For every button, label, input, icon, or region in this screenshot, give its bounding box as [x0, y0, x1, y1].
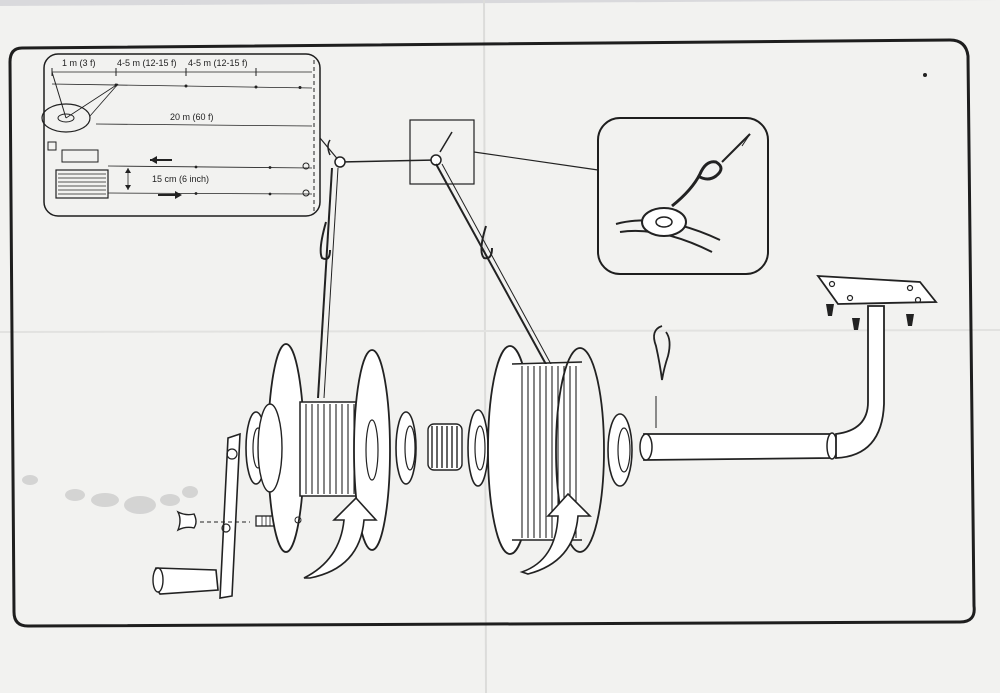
right-reel-assembly: [467, 345, 633, 575]
outer-frame: [8, 38, 976, 628]
wing-nut-icon: [176, 510, 197, 532]
hook-left-icon: [319, 221, 331, 260]
inset-frame: [43, 53, 321, 217]
pulley-detail: [597, 117, 769, 275]
crank-arm: [219, 432, 241, 599]
line-to-right-reel: [435, 163, 549, 369]
dimension-label-4-5m-a: 4-5 m (12-15 f): [117, 58, 177, 68]
clip-pin-icon: [653, 325, 671, 381]
marker-dot: [923, 73, 927, 77]
dimension-label-20m: 20 m (60 f): [170, 112, 214, 122]
cross-line: [339, 159, 437, 163]
rotation-arrow-right-icon: [519, 492, 592, 575]
bracket-elbow: [835, 305, 885, 459]
spacing-label-15cm: 15 cm (6 inch): [152, 174, 209, 184]
screws-icon: [826, 304, 914, 330]
pulley-rig: [317, 131, 553, 399]
rotation-arrow-left-icon: [303, 496, 378, 579]
detail-frame: [597, 117, 769, 275]
left-reel-assembly: [152, 343, 417, 599]
dimension-line-20m: [95, 123, 313, 127]
water-stains: [22, 475, 198, 514]
callout-leader: [473, 151, 599, 171]
spacer-ring-right: [607, 413, 633, 487]
spring: [427, 423, 463, 471]
reel-top-view: [41, 103, 91, 133]
fold-line-vertical: [483, 0, 487, 693]
clothesline-lower: [107, 192, 313, 195]
pulley-wheel: [641, 207, 687, 237]
clothesline-top: [51, 83, 313, 89]
fold-line-horizontal: [0, 329, 1000, 333]
reel-side-view: [55, 169, 109, 199]
axle-tube: [643, 433, 831, 461]
eye-hook-icon: [671, 160, 723, 208]
spacer-ring-left: [395, 411, 417, 485]
reel-flange-right: [353, 349, 391, 551]
layout-inset: 1 m (3 f) 4-5 m (12-15 f) 4-5 m (12-15 f…: [41, 53, 321, 217]
clothesline-upper: [107, 165, 313, 169]
dimension-label-4-5m-b: 4-5 m (12-15 f): [188, 58, 248, 68]
reel-flange-right-b: [555, 347, 605, 553]
mounting-arm: [639, 274, 938, 461]
pulley-right: [430, 154, 442, 166]
pulley-left: [334, 156, 346, 168]
line-to-left-reel: [317, 167, 333, 399]
hook-right-icon: [480, 225, 493, 260]
dimension-label-1m: 1 m (3 f): [62, 58, 96, 68]
